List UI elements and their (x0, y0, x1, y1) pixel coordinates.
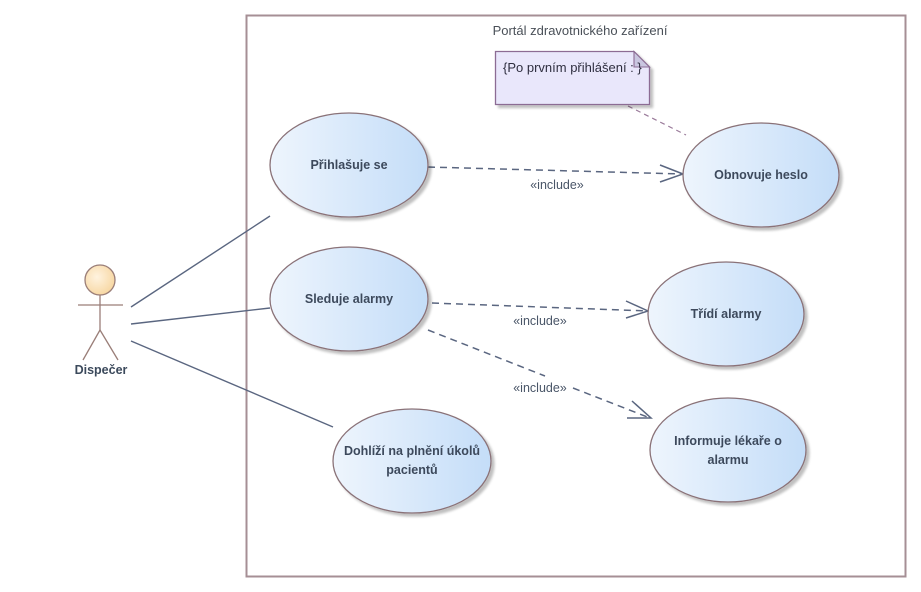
note-text: {Po prvním přihlášení : } (503, 60, 642, 75)
actor-dispecer[interactable]: Dispečer (75, 264, 128, 377)
use-case-label: Přihlašuje se (310, 158, 387, 172)
include-sleduje-informuje[interactable]: «include» (427, 329, 653, 419)
use-case-tridi-alarmy[interactable]: Třídí alarmy (647, 261, 805, 367)
use-case-obnovuje-heslo[interactable]: Obnovuje heslo (682, 122, 840, 228)
use-case-label: pacientů (386, 463, 437, 477)
actor-head-icon (84, 264, 116, 296)
use-case-label: Dohlíží na plnění úkolů (344, 444, 480, 458)
use-case-prihlasuje-se[interactable]: Přihlašuje se (269, 112, 429, 218)
include-label: «include» (513, 314, 567, 328)
note-link[interactable] (627, 105, 687, 136)
use-case-label: Obnovuje heslo (714, 168, 808, 182)
use-case-label: Sleduje alarmy (305, 292, 393, 306)
constraint-note[interactable]: {Po prvním přihlášení : } (494, 50, 651, 106)
use-case-label: Informuje lékaře o (674, 434, 782, 448)
association-sleduje[interactable] (130, 307, 271, 325)
use-case-informuje-lekare[interactable]: Informuje lékaře o alarmu (649, 397, 807, 503)
use-case-label: alarmu (708, 453, 749, 467)
use-case-dohlizi[interactable]: Dohlíží na plnění úkolů pacientů (332, 408, 492, 514)
include-sleduje-tridi[interactable]: «include» (431, 300, 651, 328)
include-label: «include» (513, 381, 567, 395)
use-case-sleduje-alarmy[interactable]: Sleduje alarmy (269, 246, 429, 352)
association-prihlasuje[interactable] (130, 215, 271, 308)
system-boundary-title: Portál zdravotnického zařízení (493, 23, 668, 38)
use-case-label: Třídí alarmy (691, 307, 762, 321)
association-dohlizi[interactable] (130, 340, 334, 428)
actor-label: Dispečer (75, 363, 128, 377)
include-label: «include» (530, 178, 584, 192)
